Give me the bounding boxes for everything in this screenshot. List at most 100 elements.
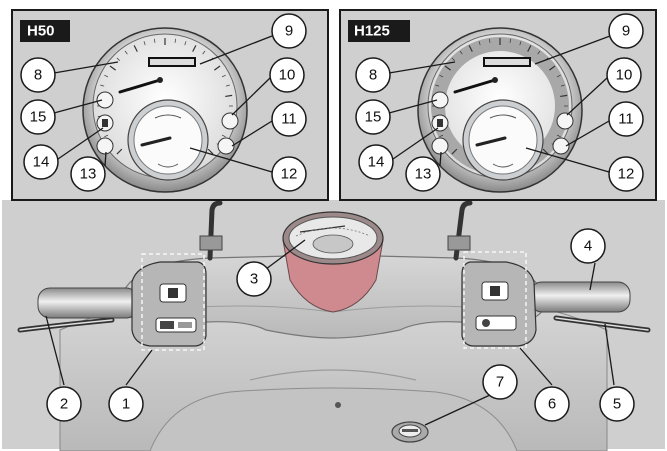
- right-switch-block: [461, 251, 537, 349]
- right-grip: [529, 281, 651, 333]
- panel-h125: H125: [339, 9, 657, 201]
- tick-mark: [154, 38, 156, 43]
- tick-mark: [439, 74, 444, 78]
- callout-4: 4: [570, 228, 606, 264]
- tick-mark: [519, 41, 522, 46]
- callout-14: 14: [23, 144, 59, 180]
- callout-8: 8: [355, 57, 391, 93]
- tick-mark: [556, 74, 561, 78]
- tick-mark: [537, 50, 541, 55]
- tick-mark: [184, 41, 187, 46]
- panel-title-h125: H125: [354, 23, 390, 40]
- tick-mark: [116, 57, 120, 61]
- tick-mark: [124, 50, 128, 55]
- callout-10: 10: [606, 57, 642, 93]
- svg-text:11: 11: [618, 111, 634, 128]
- svg-text:10: 10: [616, 67, 633, 84]
- svg-text:9: 9: [622, 23, 630, 40]
- tick-mark: [213, 65, 221, 71]
- tick-mark: [451, 148, 458, 155]
- svg-text:8: 8: [34, 67, 42, 84]
- ignition-lock: [391, 421, 429, 443]
- tick-mark: [548, 65, 556, 71]
- svg-text:6: 6: [548, 396, 556, 413]
- callout-2: 2: [46, 386, 82, 422]
- svg-text:14: 14: [368, 154, 385, 171]
- tick-mark: [221, 134, 226, 138]
- svg-text:2: 2: [60, 396, 68, 413]
- callout-10: 10: [269, 57, 305, 93]
- tick-mark: [451, 57, 455, 61]
- instrument-pod: [282, 211, 384, 313]
- left-grip: [17, 287, 139, 333]
- callout-11: 11: [271, 101, 307, 137]
- tick-mark: [116, 148, 123, 155]
- tick-mark: [143, 41, 146, 46]
- callout-15: 15: [20, 99, 56, 135]
- svg-text:15: 15: [365, 109, 382, 126]
- svg-text:12: 12: [281, 166, 298, 183]
- callout-13: 13: [70, 156, 106, 192]
- panel-title-h50: H50: [27, 23, 55, 40]
- tick-mark: [444, 65, 452, 71]
- callout-14: 14: [358, 144, 394, 180]
- svg-text:14: 14: [33, 154, 50, 171]
- tick-mark: [133, 45, 138, 52]
- callout-7: 7: [482, 364, 518, 400]
- tick-mark: [459, 50, 463, 55]
- callout-12: 12: [271, 156, 307, 192]
- svg-text:10: 10: [279, 67, 296, 84]
- tick-mark: [100, 84, 105, 87]
- tick-mark: [109, 65, 117, 71]
- svg-text:7: 7: [496, 374, 504, 391]
- svg-text:11: 11: [281, 111, 297, 128]
- tick-mark: [207, 148, 214, 155]
- svg-text:1: 1: [122, 396, 130, 413]
- tick-mark: [542, 148, 549, 155]
- tick-mark: [560, 94, 568, 98]
- svg-text:15: 15: [30, 109, 47, 126]
- tick-mark: [192, 45, 197, 52]
- tick-mark: [560, 84, 565, 87]
- panel-h50: H50: [11, 9, 329, 201]
- tick-mark: [104, 74, 109, 78]
- tick-mark: [104, 134, 109, 138]
- callout-1: 1: [108, 386, 144, 422]
- callout-5: 5: [599, 386, 635, 422]
- svg-text:8: 8: [369, 67, 377, 84]
- svg-text:9: 9: [285, 23, 293, 40]
- callout-9: 9: [608, 13, 644, 49]
- tick-mark: [527, 45, 532, 52]
- left-switch-block: [131, 253, 207, 351]
- svg-text:13: 13: [415, 166, 432, 183]
- tick-mark: [225, 84, 230, 87]
- callout-3: 3: [236, 261, 272, 297]
- svg-text:13: 13: [80, 166, 97, 183]
- callout-12: 12: [608, 156, 644, 192]
- svg-text:3: 3: [250, 271, 258, 288]
- tick-mark: [202, 50, 206, 55]
- tick-mark: [556, 134, 561, 138]
- callout-11: 11: [608, 101, 644, 137]
- tick-mark: [439, 134, 444, 138]
- callouts: 1 2 3 4 5 6 7 8 9 10 11 12 13 14 15 8 9 …: [20, 13, 644, 422]
- tick-mark: [478, 41, 481, 46]
- tick-mark: [468, 45, 473, 52]
- svg-text:12: 12: [618, 166, 635, 183]
- callout-15: 15: [355, 99, 391, 135]
- tick-mark: [225, 94, 233, 98]
- tick-mark: [221, 74, 226, 78]
- tick-mark: [174, 38, 176, 43]
- callout-13: 13: [405, 156, 441, 192]
- scooter-front-view: [2, 200, 665, 451]
- svg-text:5: 5: [613, 396, 621, 413]
- callout-6: 6: [534, 386, 570, 422]
- tick-mark: [435, 84, 440, 87]
- callout-9: 9: [271, 13, 307, 49]
- leader-lines: [45, 35, 615, 426]
- tick-mark: [489, 38, 491, 43]
- callout-8: 8: [20, 57, 56, 93]
- tick-mark: [509, 38, 511, 43]
